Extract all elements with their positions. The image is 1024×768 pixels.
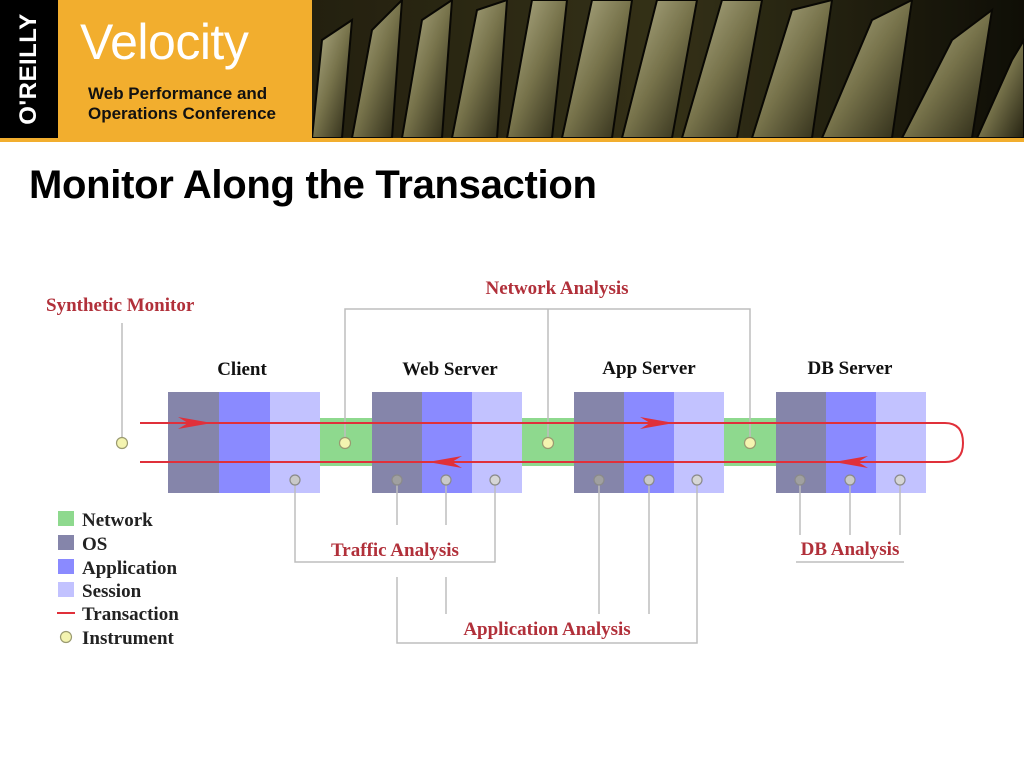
slide-title: Monitor Along the Transaction bbox=[29, 163, 597, 207]
tier-label-client: Client bbox=[217, 359, 267, 380]
legend: Network OS Application Session Transacti… bbox=[57, 510, 179, 649]
instrument-network-2 bbox=[541, 436, 555, 450]
publisher-strip: O'REILLY bbox=[0, 0, 58, 138]
legend-dot-instrument bbox=[59, 630, 73, 644]
network-analysis-connector bbox=[344, 308, 751, 443]
label-synthetic-monitor: Synthetic Monitor bbox=[46, 295, 195, 316]
label-db-analysis: DB Analysis bbox=[801, 539, 900, 560]
tier-label-db-server: DB Server bbox=[808, 358, 894, 379]
legend-swatch-application bbox=[58, 559, 74, 574]
os-layer bbox=[168, 392, 219, 493]
turbine-image bbox=[312, 0, 1024, 138]
transaction-arrow-2 bbox=[640, 417, 674, 429]
transaction-arrow-1 bbox=[178, 417, 212, 429]
instrument-db-session bbox=[894, 474, 906, 486]
instrument-app-app bbox=[643, 474, 655, 486]
transaction-arrow-4 bbox=[834, 456, 868, 468]
transaction-arrow-3 bbox=[428, 456, 462, 468]
legend-label-session: Session bbox=[82, 581, 142, 602]
conference-logo: Velocity Web Performance and Operations … bbox=[58, 0, 312, 138]
tier-label-web-server: Web Server bbox=[402, 359, 498, 380]
brand-subtitle-line2: Operations Conference bbox=[88, 104, 276, 123]
legend-swatch-network bbox=[58, 511, 74, 526]
instrument-synthetic bbox=[115, 436, 129, 450]
legend-label-os: OS bbox=[82, 534, 107, 555]
application-analysis-connector bbox=[396, 480, 698, 644]
brand-subtitle-line1: Web Performance and bbox=[88, 84, 268, 103]
label-traffic-analysis: Traffic Analysis bbox=[331, 540, 459, 561]
label-network-analysis: Network Analysis bbox=[485, 278, 628, 299]
transaction-path bbox=[140, 422, 965, 463]
legend-swatch-session bbox=[58, 582, 74, 597]
legend-label-network: Network bbox=[82, 510, 153, 531]
instrument-web-app bbox=[440, 474, 452, 486]
turbine-photo bbox=[312, 0, 1024, 138]
header-divider bbox=[0, 138, 1024, 142]
label-application-analysis: Application Analysis bbox=[463, 619, 630, 640]
header-banner: O'REILLY Velocity Web Performance and Op… bbox=[0, 0, 1024, 138]
brand-title: Velocity bbox=[80, 14, 249, 70]
legend-label-application: Application bbox=[82, 558, 177, 579]
instrument-web-os bbox=[391, 474, 403, 486]
instrument-client-session bbox=[289, 474, 301, 486]
tier-label-app-server: App Server bbox=[602, 358, 696, 379]
instrument-db-os bbox=[794, 474, 806, 486]
db-analysis-connector bbox=[796, 480, 904, 563]
legend-label-instrument: Instrument bbox=[82, 628, 175, 649]
instrument-app-session bbox=[691, 474, 703, 486]
brand-subtitle: Web Performance and Operations Conferenc… bbox=[88, 84, 276, 124]
tier-client bbox=[168, 392, 320, 493]
traffic-analysis-connector bbox=[294, 480, 496, 563]
legend-label-transaction: Transaction bbox=[82, 604, 179, 625]
instrument-network-3 bbox=[743, 436, 757, 450]
instrument-app-os bbox=[593, 474, 605, 486]
legend-swatch-os bbox=[58, 535, 74, 550]
application-layer bbox=[219, 392, 270, 493]
instrument-db-app bbox=[844, 474, 856, 486]
instrument-web-session bbox=[489, 474, 501, 486]
instrument-network-1 bbox=[338, 436, 352, 450]
